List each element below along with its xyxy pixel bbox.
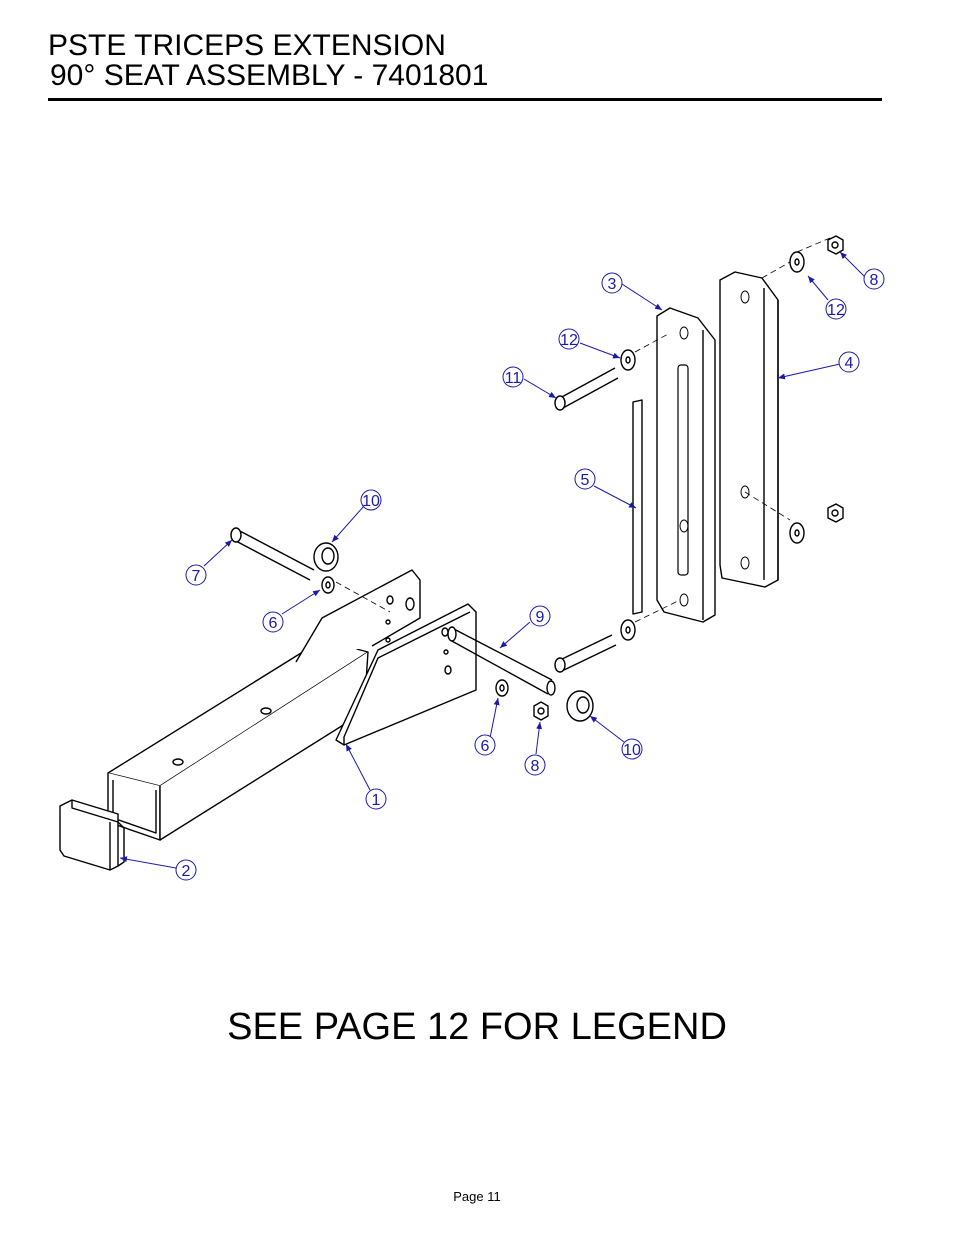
leader-7 <box>203 539 233 567</box>
hardware-top-right <box>744 235 844 544</box>
part-4-plate <box>719 271 779 588</box>
leader-6a <box>281 589 321 615</box>
leader-1 <box>345 743 371 791</box>
title-line-2: 90° SEAT ASSEMBLY - 7401801 <box>50 59 489 92</box>
leader-12a <box>579 342 621 359</box>
legend-reference: SEE PAGE 12 FOR LEGEND <box>227 1006 727 1048</box>
callout-circle-6b <box>474 734 496 756</box>
title-rule <box>48 98 882 101</box>
leader-10a <box>331 505 365 543</box>
callout-8b: 8 <box>531 758 540 775</box>
callout-7: 7 <box>192 568 201 585</box>
leader-8b <box>535 721 543 755</box>
callout-6b: 6 <box>481 738 490 755</box>
callout-circle-2 <box>175 859 197 881</box>
callout-labels: 3 12 11 8 12 4 5 10 7 6 9 6 8 10 1 2 <box>182 272 879 880</box>
callout-6a: 6 <box>269 615 278 632</box>
leader-12b <box>807 275 829 301</box>
callout-circle-10a <box>360 489 382 511</box>
leader-6b <box>489 697 500 739</box>
callout-circle-6a <box>262 611 284 633</box>
leader-5 <box>593 485 637 509</box>
part-1-frame <box>107 569 477 841</box>
callout-11: 11 <box>505 370 522 387</box>
callout-10b: 10 <box>623 742 641 759</box>
page-number: Page 11 <box>453 1189 501 1204</box>
callout-9: 9 <box>536 609 545 626</box>
part-3-plate <box>656 307 716 623</box>
callout-circle-12a <box>558 328 580 350</box>
callout-circle-5 <box>574 468 596 490</box>
callout-circle-11 <box>502 366 524 388</box>
callouts <box>119 251 885 881</box>
callout-circle-10b <box>621 738 643 760</box>
callout-4: 4 <box>845 355 854 372</box>
callout-3: 3 <box>608 276 617 293</box>
part-9-shaft <box>447 626 594 722</box>
title-line-1: PSTE TRICEPS EXTENSION <box>48 29 446 62</box>
callout-5: 5 <box>581 472 590 489</box>
leader-10b <box>589 715 625 743</box>
leader-11 <box>523 378 557 399</box>
callout-circle-7 <box>185 564 207 586</box>
leader-9 <box>499 621 531 649</box>
leader-3 <box>621 283 663 311</box>
callout-2: 2 <box>182 863 191 880</box>
part-7-bolt <box>230 527 391 613</box>
leader-8a <box>839 251 867 279</box>
part-2-end-cap <box>59 799 125 871</box>
leader-2 <box>119 856 177 869</box>
leader-4 <box>777 363 841 380</box>
callout-12a: 12 <box>560 332 578 349</box>
callout-circle-3 <box>601 272 623 294</box>
callout-1: 1 <box>372 792 381 809</box>
part-5-strip <box>632 399 643 615</box>
callout-10a: 10 <box>362 493 380 510</box>
callout-circle-4 <box>838 351 860 373</box>
callout-circle-8a <box>863 268 885 290</box>
callout-circle-12b <box>825 298 847 320</box>
callout-circle-9 <box>529 605 551 627</box>
callout-circle-1 <box>365 788 387 810</box>
callout-circle-8b <box>524 754 546 776</box>
callout-12b: 12 <box>827 302 845 319</box>
bolt-11-upper <box>554 332 671 411</box>
parts-drawing <box>59 235 844 871</box>
bolt-lower <box>554 599 681 673</box>
callout-8a: 8 <box>870 272 879 289</box>
